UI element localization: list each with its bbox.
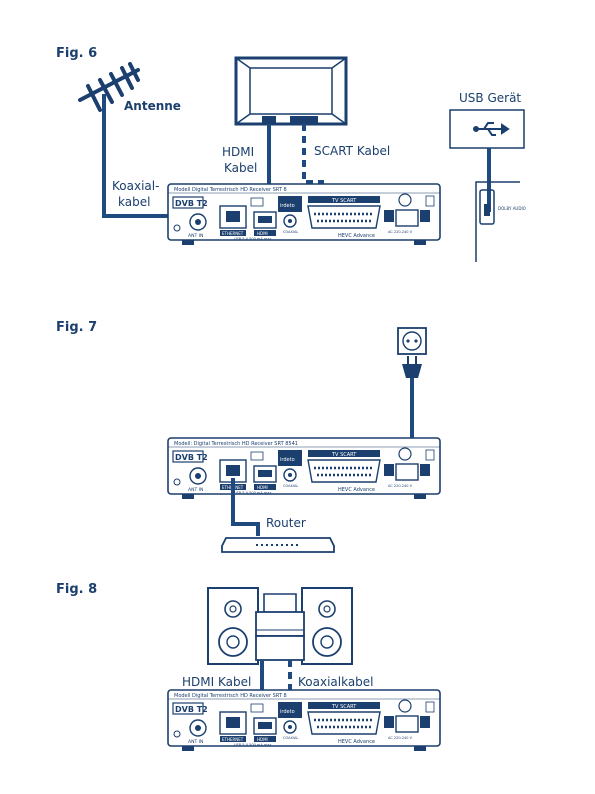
- fig6-coax-cable: [102, 94, 186, 218]
- fig6-title: Fig. 6: [56, 46, 98, 61]
- svg-text:AC 220-240 V: AC 220-240 V: [388, 484, 413, 488]
- svg-text:DOLBY AUDIO: DOLBY AUDIO: [498, 206, 526, 211]
- fig6-receiver: Modell Digital Terrestrisch HD Receiver …: [166, 182, 442, 247]
- svg-text:irdeto: irdeto: [280, 709, 295, 715]
- router-icon: [221, 537, 335, 553]
- coax-label-line1: Koaxial-: [112, 179, 160, 193]
- svg-text:irdeto: irdeto: [280, 203, 295, 209]
- right-speaker-icon: [301, 587, 353, 665]
- svg-text:DVB T2: DVB T2: [175, 705, 208, 714]
- hdmi-label-line2: Kabel: [224, 161, 258, 175]
- svg-text:USB 5 V 500 mA max.: USB 5 V 500 mA max.: [234, 237, 273, 241]
- svg-text:COAXIAL: COAXIAL: [283, 230, 298, 234]
- svg-text:ANT IN: ANT IN: [188, 487, 203, 493]
- svg-text:HEVC Advance: HEVC Advance: [338, 487, 375, 493]
- left-speaker-icon: [207, 587, 259, 665]
- antenna-icon: [78, 62, 140, 112]
- svg-text:HEVC Advance: HEVC Advance: [338, 233, 375, 239]
- svg-text:TV SCART: TV SCART: [331, 704, 357, 710]
- svg-text:irdeto: irdeto: [280, 457, 295, 463]
- svg-text:Modell: Digital Terrestrisch H: Modell: Digital Terrestrisch HD Receiver…: [174, 441, 298, 447]
- fig8-receiver: Modell Digital Terrestrisch HD Receiver …: [166, 688, 442, 753]
- usb-icon: [473, 122, 510, 136]
- fig7-receiver: Modell: Digital Terrestrisch HD Receiver…: [166, 436, 442, 501]
- coax-label-line2: kabel: [118, 195, 151, 209]
- svg-text:HDMI: HDMI: [257, 485, 268, 490]
- svg-text:HEVC Advance: HEVC Advance: [338, 739, 375, 745]
- fig8-title: Fig. 8: [56, 582, 98, 597]
- fig8-coax-label: Koaxialkabel: [298, 675, 374, 689]
- svg-text:HDMI: HDMI: [257, 231, 268, 236]
- amplifier-icon: [255, 593, 305, 661]
- tv-icon: [234, 56, 348, 126]
- svg-text:USB 5 V 500 mA max.: USB 5 V 500 mA max.: [234, 743, 273, 747]
- svg-text:TV SCART: TV SCART: [331, 198, 357, 204]
- svg-text:USB 5 V 500 mA max.: USB 5 V 500 mA max.: [234, 491, 273, 495]
- wall-outlet-icon: [397, 327, 427, 355]
- svg-text:ETHERNET: ETHERNET: [222, 231, 244, 236]
- svg-text:AC 220-240 V: AC 220-240 V: [388, 230, 413, 234]
- fig8-hdmi-label: HDMI Kabel: [182, 675, 252, 689]
- svg-text:HDMI: HDMI: [257, 737, 268, 742]
- antenna-label: Antenne: [124, 99, 181, 113]
- scart-label: SCART Kabel: [314, 144, 391, 158]
- usb-device: DOLBY AUDIO: [449, 109, 526, 262]
- svg-text:ANT IN: ANT IN: [188, 739, 203, 745]
- router-label: Router: [266, 516, 306, 530]
- svg-text:COAXIAL: COAXIAL: [283, 736, 298, 740]
- svg-text:AC 220-240 V: AC 220-240 V: [388, 736, 413, 740]
- svg-text:Modell Digital Terrestrisch HD: Modell Digital Terrestrisch HD Receiver …: [174, 693, 287, 699]
- svg-text:ANT IN: ANT IN: [188, 233, 203, 239]
- svg-text:ETHERNET: ETHERNET: [222, 737, 244, 742]
- hdmi-label-line1: HDMI: [222, 145, 255, 159]
- svg-text:COAXIAL: COAXIAL: [283, 484, 298, 488]
- receiver-model-text: Modell Digital Terrestrisch HD Receiver …: [174, 187, 287, 193]
- fig7-ethernet-cable: [231, 478, 260, 536]
- power-plug-icon: [402, 356, 422, 378]
- svg-text:TV SCART: TV SCART: [331, 452, 357, 458]
- dvb-logo-text: DVB T2: [175, 199, 208, 208]
- svg-text:DVB T2: DVB T2: [175, 453, 208, 462]
- usb-device-label: USB Gerät: [459, 91, 522, 105]
- fig7-title: Fig. 7: [56, 320, 98, 335]
